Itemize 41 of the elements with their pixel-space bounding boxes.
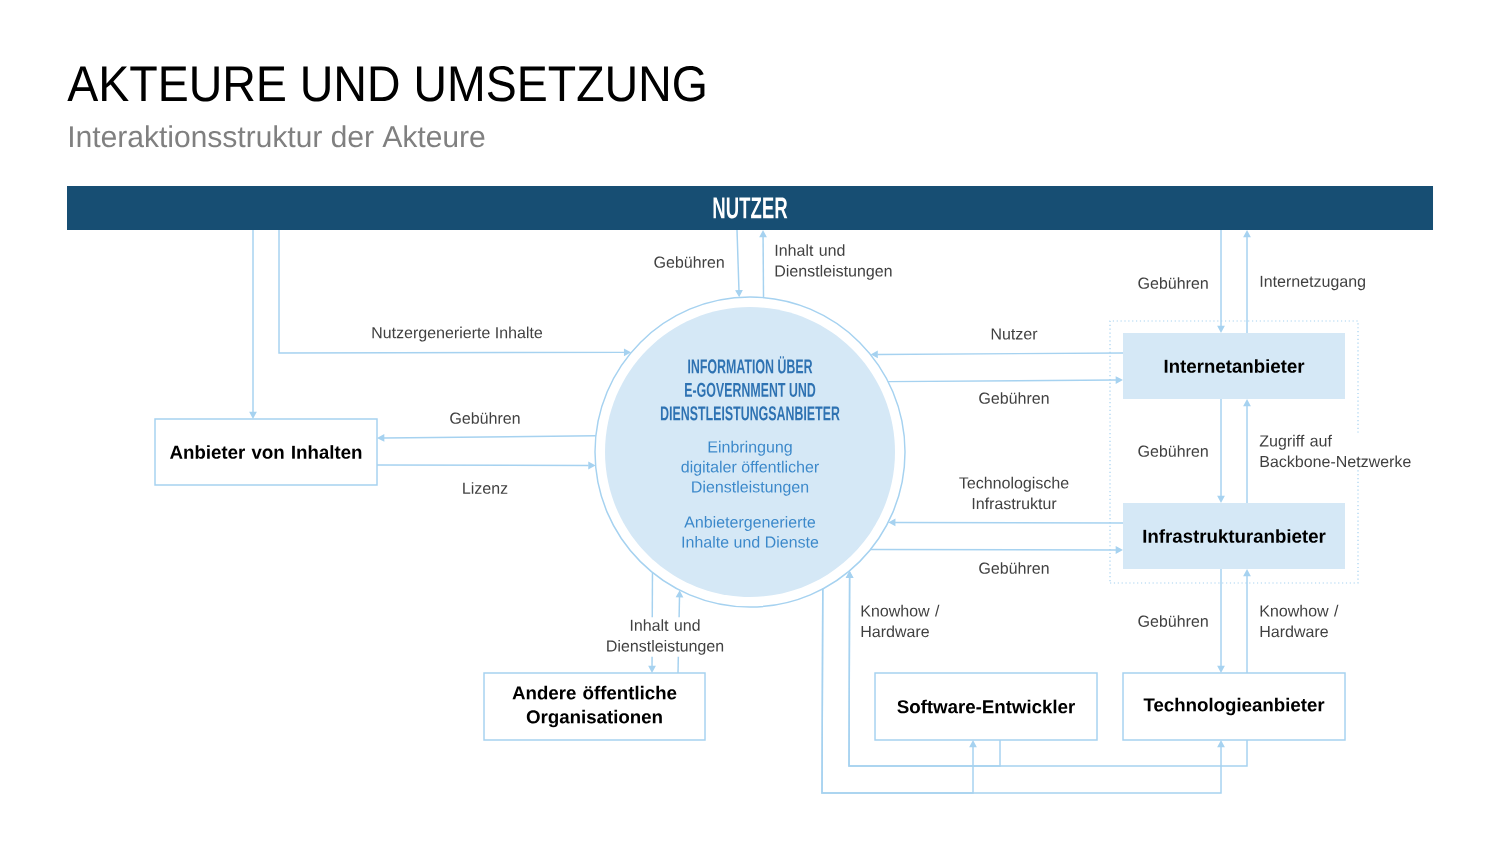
header-band: NUTZER bbox=[67, 186, 1433, 230]
edge-label: Gebühren bbox=[1138, 445, 1208, 457]
edge-label: Gebühren bbox=[979, 562, 1049, 574]
edge-label: Gebühren bbox=[1138, 277, 1208, 289]
actor-box: Infrastrukturanbieter bbox=[1123, 503, 1345, 569]
arrow bbox=[1217, 398, 1225, 503]
actor-box: Anbieter von Inhalten bbox=[154, 418, 378, 486]
actor-box: Technologieanbieter bbox=[1122, 672, 1346, 741]
title: AKTEURE UND UMSETZUNG bbox=[67, 66, 705, 102]
arrow bbox=[1217, 568, 1225, 673]
circle-heading: INFORMATION ÜBER E-GOVERNMENT UND DIENSTLEISTUNGSANBIETER bbox=[660, 356, 840, 421]
edge-label: Lizenz bbox=[463, 482, 508, 494]
edge-label: Gebühren bbox=[979, 392, 1049, 404]
actor-box: Andere öffentliche Organisationen bbox=[483, 672, 706, 741]
edge-label: Inhalt und Dienstleistungen bbox=[775, 244, 892, 280]
edge-label: Knowhow / Hardware bbox=[1260, 604, 1339, 638]
edge-label: Zugriff auf Backbone-Netzwerke bbox=[1257, 432, 1422, 470]
subtitle: Interaktionsstruktur der Akteure bbox=[70, 125, 485, 148]
actor-box: Internetanbieter bbox=[1123, 333, 1345, 399]
actor-box: Software-Entwickler bbox=[874, 672, 1098, 741]
arrow bbox=[1217, 229, 1225, 333]
edge-label: Inhalt und Dienstleistungen bbox=[599, 617, 731, 657]
arrow bbox=[821, 588, 1225, 794]
circle-text: Einbringung digitaler öffentlicher Dienstleistungen bbox=[681, 440, 819, 496]
edge-label: Knowhow / Hardware bbox=[861, 604, 940, 638]
arrow bbox=[249, 229, 257, 419]
edge-label: Gebühren bbox=[1138, 615, 1208, 627]
arrow bbox=[869, 546, 1123, 554]
circle-text: Anbietergenerierte Inhalte und Dienste bbox=[682, 516, 819, 548]
edge-label: Technologische Infrastruktur bbox=[959, 476, 1069, 510]
edge-label: Nutzergenerierte Inhalte bbox=[372, 326, 543, 342]
arrow bbox=[1243, 399, 1251, 504]
edge-label: Internetzugang bbox=[1260, 275, 1365, 291]
arrow bbox=[377, 434, 597, 442]
edge-label: Gebühren bbox=[654, 256, 724, 268]
edge-label: Gebühren bbox=[450, 412, 520, 424]
arrow bbox=[1243, 569, 1251, 674]
edge-label: Nutzer bbox=[991, 328, 1038, 340]
arrow bbox=[887, 376, 1123, 384]
arrow bbox=[759, 230, 767, 299]
arrow bbox=[1243, 230, 1251, 334]
